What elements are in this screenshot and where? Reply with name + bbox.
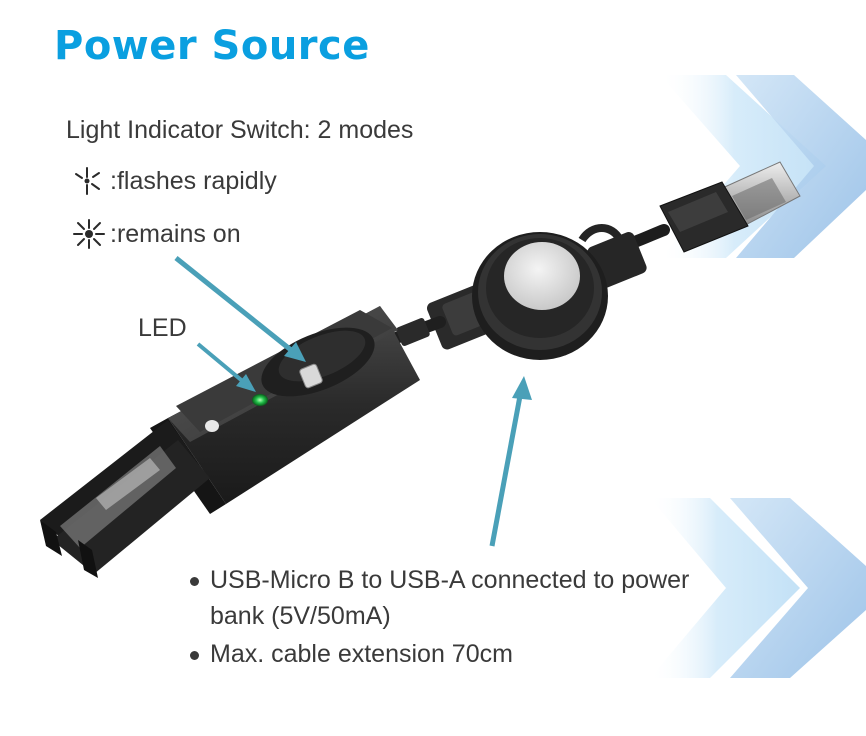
chevron-decoration-bottom bbox=[650, 498, 866, 678]
spec-item: Max. cable extension 70cm bbox=[188, 636, 750, 672]
mode-on: :remains on bbox=[72, 218, 241, 250]
mode-flash-label: :flashes rapidly bbox=[110, 167, 277, 195]
light-on-icon bbox=[73, 219, 105, 249]
spec-item: USB-Micro B to USB-A connected to power … bbox=[188, 562, 750, 634]
switch-heading: Light Indicator Switch: 2 modes bbox=[66, 116, 414, 144]
led-label: LED bbox=[138, 314, 187, 342]
mode-flash: :flashes rapidly bbox=[72, 165, 277, 197]
usb-a-plug bbox=[659, 161, 801, 253]
cable-reel bbox=[426, 232, 647, 360]
spec-list: USB-Micro B to USB-A connected to power … bbox=[188, 562, 750, 672]
switch-pointer-arrow bbox=[174, 256, 306, 362]
led-pointer-arrow bbox=[196, 342, 256, 392]
page-title: Power Source bbox=[54, 23, 370, 69]
probe-tips bbox=[40, 420, 210, 578]
reel-pointer-arrow bbox=[489, 376, 532, 547]
mode-on-label: :remains on bbox=[110, 220, 241, 248]
flash-icon bbox=[75, 167, 100, 195]
